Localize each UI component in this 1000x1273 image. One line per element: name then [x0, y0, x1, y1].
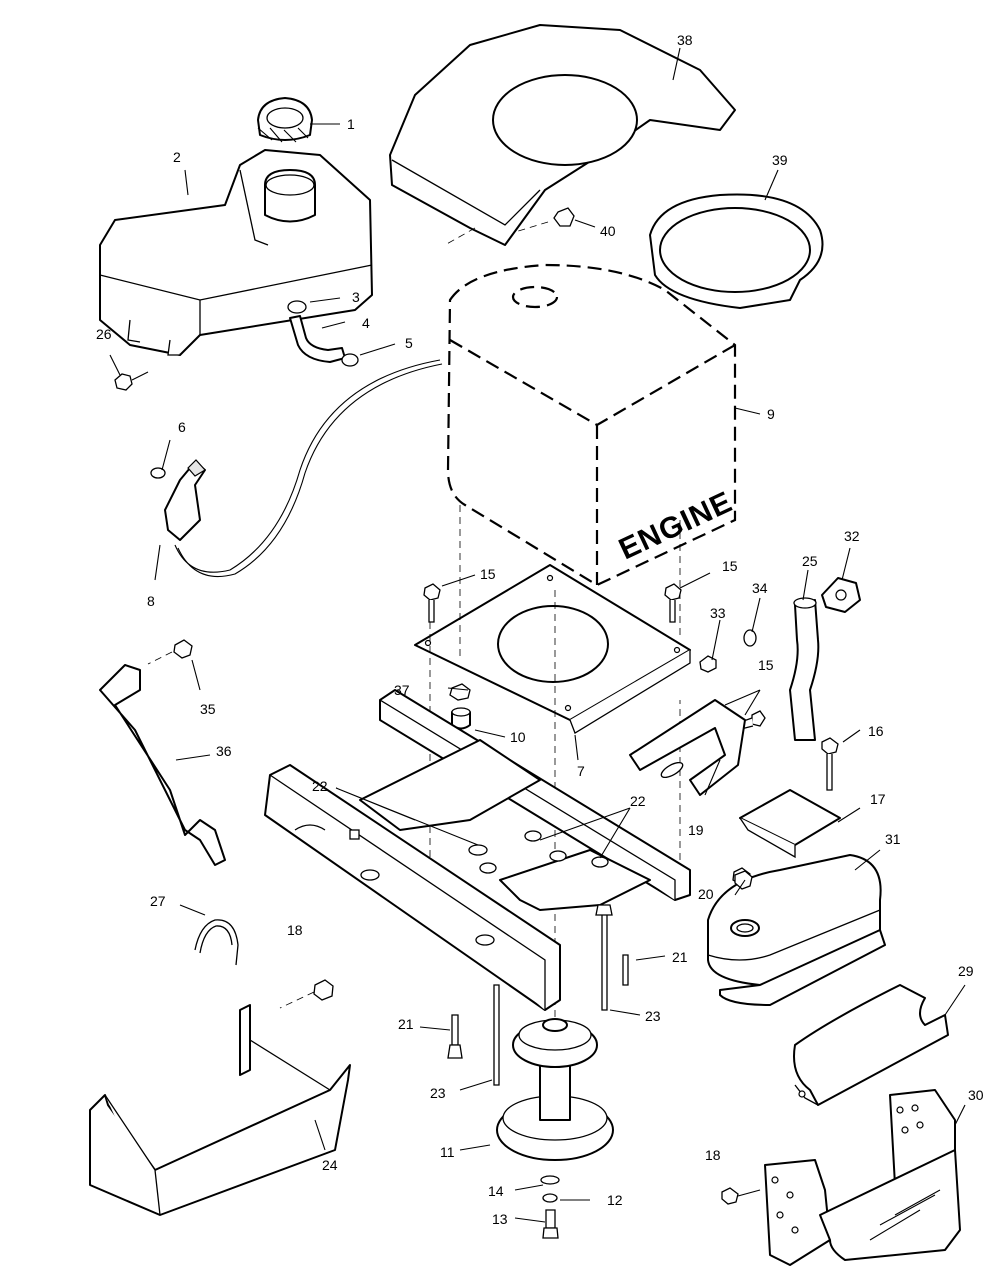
- part-29-heat-shield: [793, 984, 949, 1106]
- part-1-fuel-cap: [257, 97, 313, 143]
- callout-17: 17: [870, 791, 886, 807]
- callout-6: 6: [178, 419, 186, 435]
- callout-9: 9: [767, 406, 775, 422]
- callout-18b: 18: [705, 1147, 721, 1163]
- callout-18a: 18: [287, 922, 303, 938]
- part-25-exhaust-pipe: [699, 577, 861, 741]
- callout-21b: 21: [398, 1016, 414, 1032]
- part-8-throttle-control: [150, 359, 443, 578]
- callout-26: 26: [96, 326, 112, 342]
- callout-20: 20: [698, 886, 714, 902]
- engine-label: ENGINE: [614, 485, 738, 566]
- callout-7: 7: [577, 763, 585, 779]
- callout-19: 19: [688, 822, 704, 838]
- part-2-fuel-tank: [99, 149, 373, 356]
- callout-14: 14: [488, 1183, 504, 1199]
- callout-8: 8: [147, 593, 155, 609]
- part-9-engine: ENGINE: [446, 263, 738, 587]
- part-7-mount-plate: [414, 564, 691, 734]
- callout-34: 34: [752, 580, 768, 596]
- part-19-bracket: [629, 699, 746, 796]
- callout-29: 29: [958, 963, 974, 979]
- callout-36: 36: [216, 743, 232, 759]
- callout-35: 35: [200, 701, 216, 717]
- part-40-nut: [514, 207, 575, 233]
- callout-22b: 22: [630, 793, 646, 809]
- callout-23a: 23: [645, 1008, 661, 1024]
- callout-33: 33: [710, 605, 726, 621]
- part-18-bolts: [279, 979, 761, 1205]
- frame-rails: [264, 689, 691, 1011]
- callout-10: 10: [510, 729, 526, 745]
- callout-21a: 21: [672, 949, 688, 965]
- part-24-battery-tray: [89, 1004, 351, 1216]
- part-31-muffler: [707, 854, 886, 1006]
- callout-16: 16: [868, 723, 884, 739]
- callout-11: 11: [440, 1144, 455, 1160]
- callout-1: 1: [347, 116, 355, 132]
- callout-leaders: [109, 47, 966, 1223]
- callout-4: 4: [362, 315, 370, 331]
- callout-30: 30: [968, 1087, 984, 1103]
- part-12-13-14-fasteners: [540, 1175, 560, 1239]
- callout-5: 5: [405, 335, 413, 351]
- part-37-10-nut-spacer: [449, 683, 471, 730]
- part-30-guard: [764, 1089, 961, 1266]
- callout-24: 24: [322, 1157, 338, 1173]
- callout-12: 12: [607, 1192, 623, 1208]
- part-11-pulley: [496, 1018, 614, 1161]
- part-20-screw: [734, 870, 753, 890]
- callout-3: 3: [352, 289, 360, 305]
- callout-2: 2: [173, 149, 181, 165]
- part-38-engine-cover: [389, 24, 736, 246]
- callout-31: 31: [885, 831, 901, 847]
- callout-15c: 15: [758, 657, 774, 673]
- part-39-ring: [649, 193, 824, 309]
- callout-13: 13: [492, 1211, 508, 1227]
- part-26-screw: [114, 371, 149, 391]
- callout-labels: 1 2 3 4 5 6 7 8 9 10 11 12 13 14 15 15 1…: [96, 32, 984, 1227]
- callout-25: 25: [802, 553, 818, 569]
- callout-40: 40: [600, 223, 616, 239]
- callout-37: 37: [394, 682, 410, 698]
- part-21-23-rods: [447, 904, 629, 1086]
- callout-27: 27: [150, 893, 166, 909]
- callout-15a: 15: [480, 566, 496, 582]
- part-3-4-5-fuel-line: [287, 300, 359, 367]
- part-27-clip: [194, 919, 239, 966]
- part-16-17-plate: [739, 737, 841, 859]
- callout-15b: 15: [722, 558, 738, 574]
- part-35-36-brace: [99, 639, 226, 866]
- callout-39: 39: [772, 152, 788, 168]
- callout-38: 38: [677, 32, 693, 48]
- callout-22a: 22: [312, 778, 328, 794]
- callout-23b: 23: [430, 1085, 446, 1101]
- callout-32: 32: [844, 528, 860, 544]
